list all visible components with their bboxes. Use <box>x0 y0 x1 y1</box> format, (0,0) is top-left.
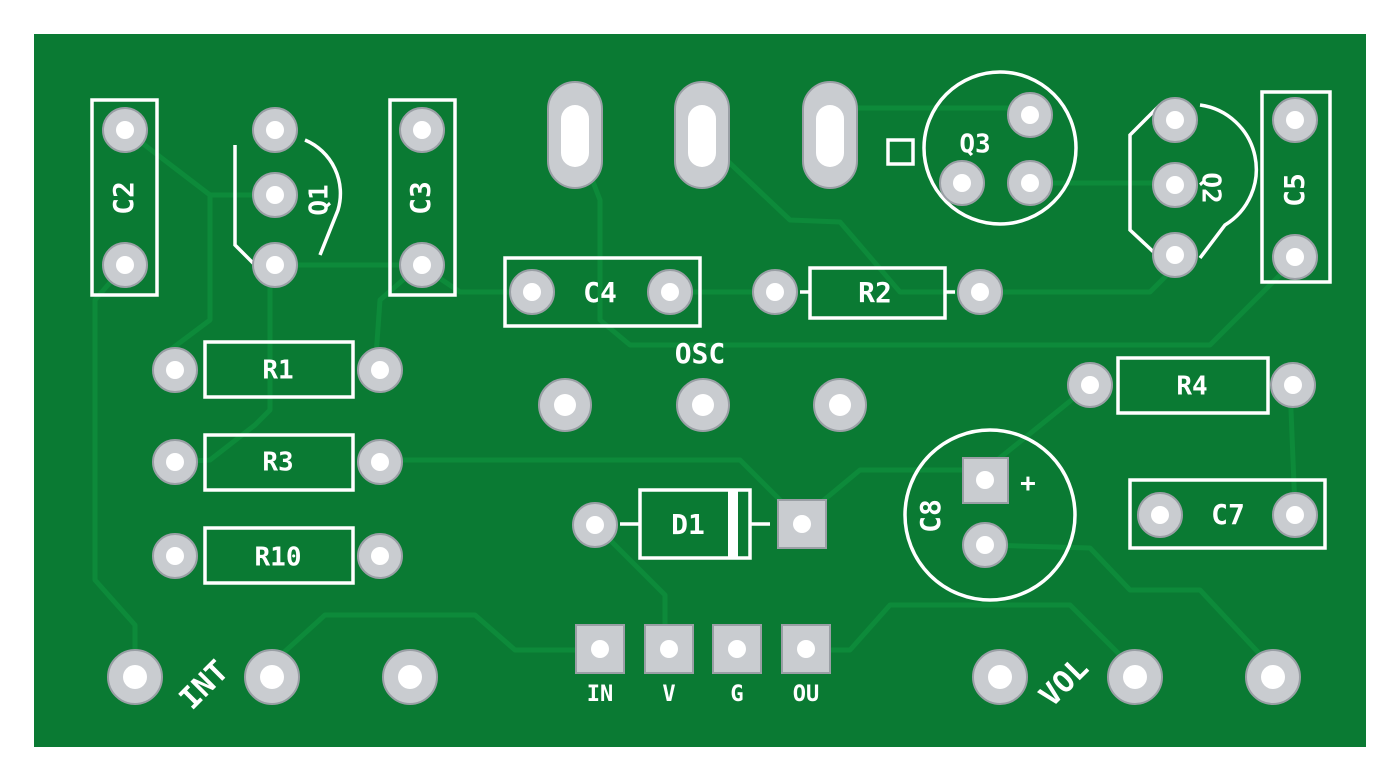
pad <box>252 242 298 288</box>
pad <box>1007 92 1053 138</box>
pad <box>676 378 730 432</box>
label-c5: C5 <box>1278 173 1311 207</box>
pad <box>962 522 1008 568</box>
label-d1: D1 <box>671 508 705 541</box>
q3-tab <box>886 138 915 166</box>
label-v: V <box>662 682 675 707</box>
pad <box>1152 232 1198 278</box>
pad <box>399 242 445 288</box>
d1-band <box>728 490 738 558</box>
pad <box>357 347 403 393</box>
pad <box>1272 492 1318 538</box>
pad <box>1007 160 1053 206</box>
label-c2: C2 <box>107 181 140 215</box>
label-q3: Q3 <box>959 130 990 160</box>
pad <box>1272 97 1318 143</box>
c8-outline <box>903 428 1077 602</box>
pad <box>752 269 798 315</box>
pad <box>1152 97 1198 143</box>
label-g: G <box>730 682 743 707</box>
pad-g <box>712 624 762 674</box>
r4-outline <box>1116 356 1270 415</box>
pad <box>244 649 300 705</box>
pad <box>1107 649 1163 705</box>
label-c8-plus: + <box>1020 469 1036 499</box>
q2-outline <box>1128 103 1259 260</box>
label-c8: C8 <box>914 499 947 533</box>
silkscreen-labels: C2 Q1 C3 Q3 Q2 C5 C4 R2 R1 OSC R4 R3 D1 … <box>107 130 1311 717</box>
label-r10: R10 <box>255 543 302 573</box>
label-c3: C3 <box>404 181 437 215</box>
pad <box>102 242 148 288</box>
pad <box>957 269 1003 315</box>
pad <box>1245 649 1301 705</box>
pad <box>572 502 618 548</box>
r3-outline <box>203 433 355 492</box>
pad <box>939 160 985 206</box>
c4-outline <box>503 256 702 328</box>
pad <box>813 378 867 432</box>
label-osc: OSC <box>675 337 726 370</box>
round-pads <box>102 92 1318 705</box>
c5-outline <box>1260 90 1332 284</box>
label-c4: C4 <box>583 276 617 309</box>
pad <box>1270 362 1316 408</box>
slot-pads <box>547 81 858 189</box>
pad-v <box>644 624 694 674</box>
pad <box>102 107 148 153</box>
pad <box>382 649 438 705</box>
pad <box>647 269 693 315</box>
c3-outline <box>388 98 457 297</box>
pad <box>1152 162 1198 208</box>
r1-outline <box>203 340 355 399</box>
pad <box>107 649 163 705</box>
label-r4: R4 <box>1176 372 1207 402</box>
r2-outline <box>800 266 955 320</box>
r10-outline <box>203 526 355 585</box>
label-in: IN <box>587 682 614 707</box>
pad <box>357 533 403 579</box>
label-c7: C7 <box>1211 498 1245 531</box>
label-r1: R1 <box>262 356 293 386</box>
pad-ou <box>781 624 831 674</box>
pad <box>1067 362 1113 408</box>
label-q2: Q2 <box>1196 172 1226 203</box>
c7-outline <box>1128 478 1327 550</box>
pad <box>1272 234 1318 280</box>
pad <box>509 269 555 315</box>
pad <box>252 107 298 153</box>
pad <box>538 378 592 432</box>
pad-c8-plus <box>962 457 1009 504</box>
square-pads <box>575 457 1009 674</box>
pad <box>1137 492 1183 538</box>
pad <box>152 439 198 485</box>
label-r3: R3 <box>262 448 293 478</box>
pad <box>399 107 445 153</box>
label-q1: Q1 <box>305 184 335 215</box>
pad <box>252 172 298 218</box>
pad <box>152 347 198 393</box>
pad <box>972 649 1028 705</box>
q1-outline <box>233 138 343 267</box>
pad-d1-cathode <box>777 499 827 549</box>
pad-in <box>575 624 625 674</box>
q3-outline <box>922 70 1078 226</box>
label-ou: OU <box>793 682 820 707</box>
c2-outline <box>90 98 159 297</box>
pad <box>152 533 198 579</box>
pad <box>357 439 403 485</box>
label-r2: R2 <box>858 276 892 309</box>
silkscreen-outlines <box>90 70 1332 602</box>
